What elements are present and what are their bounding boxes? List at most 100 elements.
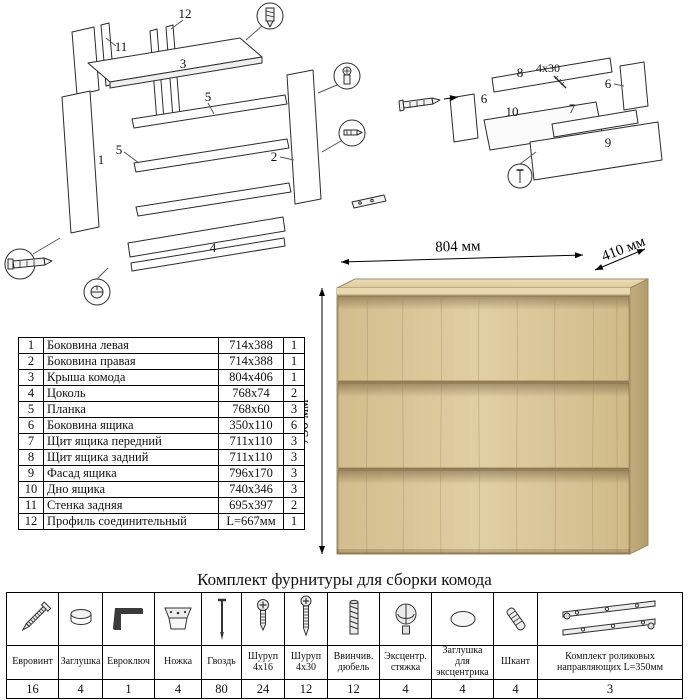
drawer-side-right-part xyxy=(619,61,649,111)
parts-cell-name: Щит ящика передний xyxy=(43,433,219,450)
drawer-diagram: 8 6 6 10 7 9 4x30 xyxy=(398,57,663,189)
parts-cell-name: Фасад ящика xyxy=(43,465,219,482)
label-part-3: 3 xyxy=(180,56,187,71)
hardware-qty: 1 xyxy=(125,681,132,696)
hardware-name: Шуруп 4x30 xyxy=(285,646,327,680)
parts-cell-size: 714x388 xyxy=(218,337,284,354)
parts-cell-qty: 3 xyxy=(283,433,305,450)
hardware-qty: 24 xyxy=(256,681,270,696)
label-part-4: 4 xyxy=(210,240,217,255)
euro-screw-icon xyxy=(7,593,58,646)
parts-cell-name: Профиль соединительный xyxy=(43,513,219,530)
drawer-labels: 8 6 6 10 7 9 4x30 xyxy=(481,61,625,150)
screw-long-icon xyxy=(285,593,327,646)
rail-parts xyxy=(131,94,292,217)
parts-cell-size: 711x110 xyxy=(218,449,284,466)
wood-dowel-icon xyxy=(494,593,537,646)
hardware-qty: 16 xyxy=(26,681,39,696)
drawer-front-part xyxy=(551,109,639,138)
top-panel-part xyxy=(87,37,263,89)
drawer-side-left-part xyxy=(449,93,479,143)
cam-callout-bottom xyxy=(83,267,111,306)
hardware-name: Шуруп 4x16 xyxy=(242,646,284,680)
parts-cell-size: 711x110 xyxy=(218,433,284,450)
wood-grain xyxy=(365,295,618,554)
parts-cell-qty: 1 xyxy=(283,513,305,530)
parts-cell-name: Дно ящика xyxy=(43,481,219,498)
hardware-qty: 4 xyxy=(174,681,182,696)
drawer-handle-groove-3 xyxy=(338,470,629,484)
parts-cell-qty: 3 xyxy=(283,481,305,498)
carcass-labels: 12 11 3 5 5 1 2 4 xyxy=(98,6,295,255)
parts-cell-name: Стенка задняя xyxy=(43,497,219,514)
parts-cell-name: Боковина ящика xyxy=(43,417,219,434)
parts-cell-num: 11 xyxy=(18,497,44,514)
chest-drawers xyxy=(337,295,630,554)
parts-cell-num: 9 xyxy=(18,465,44,482)
hardware-qty: 80 xyxy=(215,681,228,696)
hardware-name: Эксцентр. стяжка xyxy=(380,646,431,680)
parts-cell-size: 768x60 xyxy=(218,401,284,418)
label-part-8: 8 xyxy=(517,65,524,80)
parts-cell-num: 5 xyxy=(18,401,44,418)
label-part-6b: 6 xyxy=(605,76,612,91)
small-screw-4x30 xyxy=(553,75,567,89)
parts-cell-num: 12 xyxy=(18,513,44,530)
drawer-handle-groove-1 xyxy=(338,296,629,310)
hardware-name: Заглушка для эксцентрика xyxy=(432,645,493,680)
hardware-name: Евроключ xyxy=(103,646,154,680)
parts-cell-qty: 1 xyxy=(283,369,305,386)
chest-top-edge xyxy=(337,288,630,295)
label-part-6a: 6 xyxy=(481,91,488,106)
parts-cell-qty: 3 xyxy=(283,449,305,466)
label-part-2: 2 xyxy=(271,149,278,164)
label-part-1: 1 xyxy=(98,152,105,167)
dowel-callout-right xyxy=(317,62,361,94)
parts-cell-num: 3 xyxy=(18,369,44,386)
parts-cell-name: Боковина левая xyxy=(43,337,219,354)
label-part-9: 9 xyxy=(605,135,612,150)
parts-cell-qty: 6 xyxy=(283,417,305,434)
chest-top-face xyxy=(336,278,649,289)
exploded-diagrams: 12 11 3 5 5 1 2 4 xyxy=(4,2,663,306)
parts-cell-size: 350x110 xyxy=(218,417,284,434)
label-part-12: 12 xyxy=(179,6,192,21)
parts-cell-num: 8 xyxy=(18,449,44,466)
carcass-diagram: 12 11 3 5 5 1 2 4 xyxy=(4,2,387,306)
depth-dimension-label: 410 мм xyxy=(600,238,648,265)
label-screw-size: 4x30 xyxy=(536,61,560,75)
hardware-qty: 4 xyxy=(459,681,466,696)
left-side-panel-part xyxy=(61,90,100,234)
drawer-handle-groove-2 xyxy=(338,383,629,397)
label-part-5b: 5 xyxy=(116,142,123,157)
hardware-qty: 4 xyxy=(512,681,519,696)
parts-cell-size: 804x406 xyxy=(218,369,284,386)
parts-cell-size: 714x388 xyxy=(218,353,284,370)
hardware-name: Шкант xyxy=(494,646,537,680)
foot-icon xyxy=(155,593,201,646)
cam-cap-icon xyxy=(432,593,493,646)
hardware-name: Комплект роликовых направляющих L=350мм xyxy=(538,646,682,680)
drawer-facade-part xyxy=(529,121,663,181)
parts-cell-name: Цоколь xyxy=(43,385,219,402)
plinth-parts xyxy=(127,216,286,272)
parts-cell-size: 740x346 xyxy=(218,481,284,498)
